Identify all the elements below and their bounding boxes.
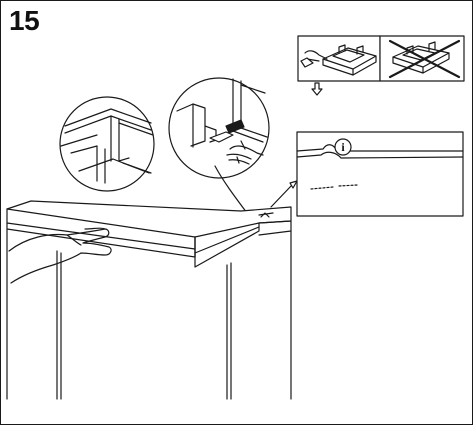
info-mark: i [341,139,345,154]
crossed-out-tray-icon [388,39,461,79]
magnified-joint-left [59,96,155,192]
appliance-body [6,228,292,400]
supporting-hand [8,227,112,284]
appliance-top-frame [6,200,292,268]
tray-with-finger-icon [300,44,377,76]
orientation-panel [297,35,465,96]
detail-callout [270,131,464,217]
hollow-down-arrow-icon [311,82,323,96]
magnified-joint-right [168,77,270,214]
step-number: 15 [9,5,40,36]
